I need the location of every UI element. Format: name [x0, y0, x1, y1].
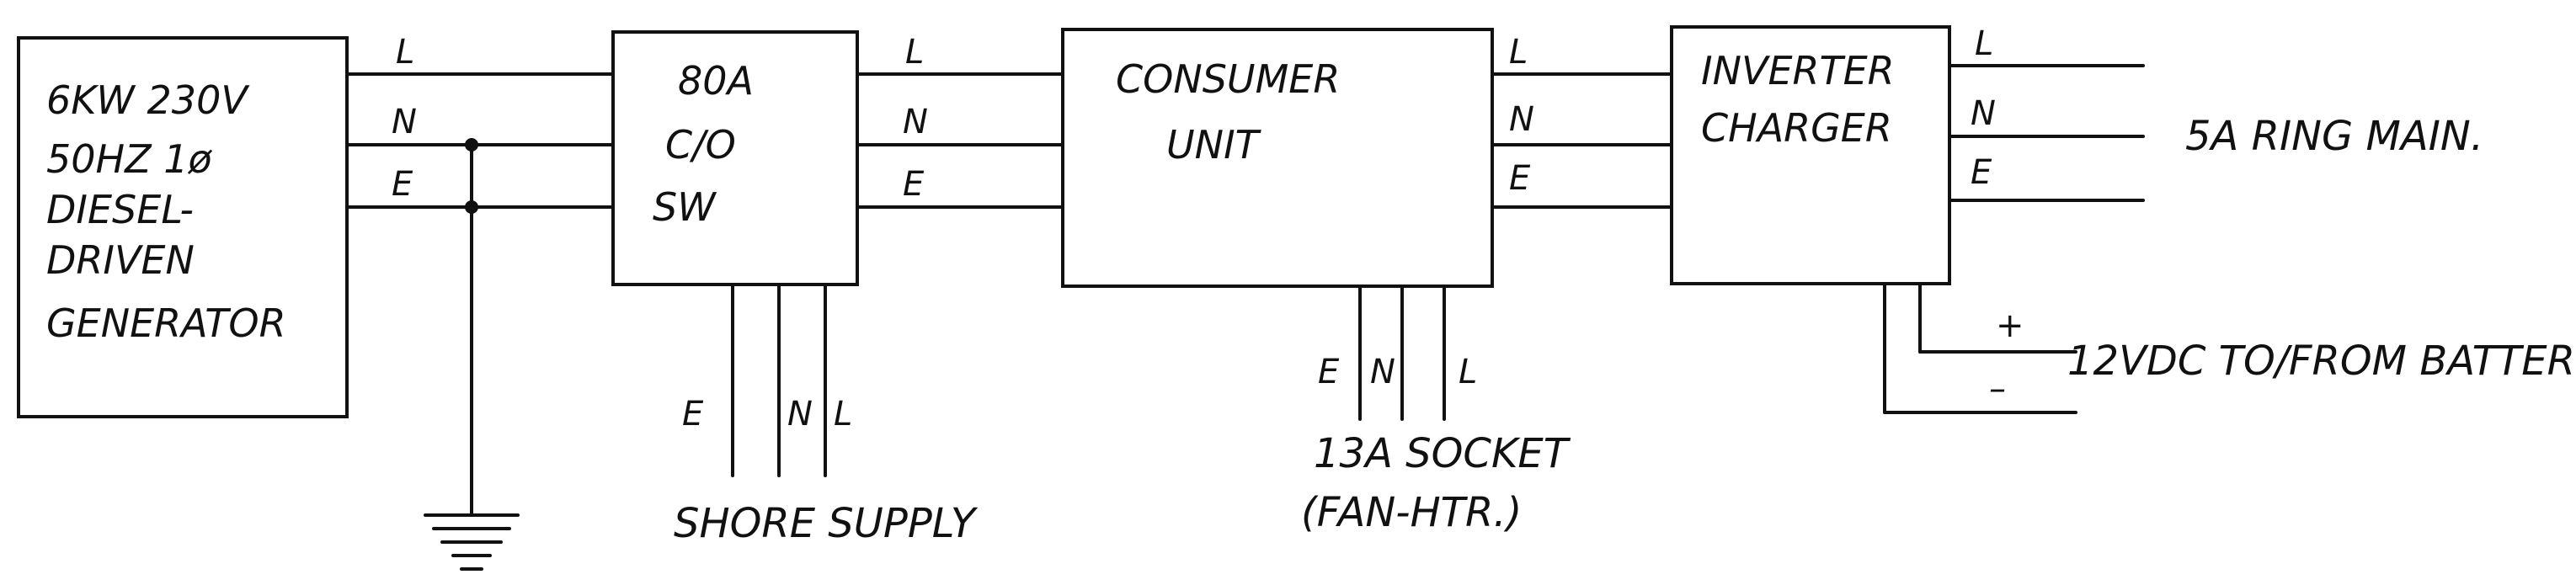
- label-n-3: N: [1509, 100, 1534, 139]
- label-l-3: L: [1509, 33, 1528, 72]
- inverter-line-2: CHARGER: [1701, 105, 1892, 151]
- ground-icon: [424, 513, 520, 571]
- generator-line-4: DRIVEN: [46, 237, 195, 283]
- ring-main-wires: L N E 5A RING MAIN.: [1948, 24, 2483, 202]
- shore-supply-label: SHORE SUPPLY: [674, 500, 979, 547]
- inverter-charger-block: INVERTER CHARGER: [1670, 25, 1951, 285]
- inverter-line-1: INVERTER: [1701, 48, 1895, 93]
- changeover-line-1: 80A: [678, 58, 754, 104]
- shore-label-l: L: [834, 395, 852, 433]
- label-l-1: L: [396, 33, 414, 72]
- changeover-output-wires: L N E: [856, 33, 1064, 209]
- label-e-4: E: [1971, 153, 1992, 192]
- generator-output-wires: L N E: [345, 33, 615, 209]
- label-l-2: L: [905, 33, 924, 72]
- changeover-line-2: C/O: [665, 122, 736, 168]
- generator-line-2: 50HZ 1ø: [46, 136, 213, 182]
- generator-line-3: DIESEL-: [46, 187, 194, 232]
- generator-box: [17, 36, 349, 418]
- label-l-4: L: [1975, 24, 1993, 63]
- label-n-1: N: [392, 103, 417, 141]
- junction-dot-n: [465, 138, 478, 152]
- label-n-4: N: [1971, 94, 1996, 133]
- socket-wires: E N L 13A SOCKET (FAN-HTR.): [1301, 285, 1571, 536]
- dc-plus-label: +: [1996, 306, 2024, 345]
- consumer-unit-block: CONSUMER UNIT: [1061, 28, 1494, 288]
- changeover-switch-box: [611, 30, 859, 286]
- consumer-unit-box: [1061, 28, 1494, 288]
- label-e-3: E: [1509, 159, 1531, 198]
- inverter-charger-box: [1670, 25, 1951, 285]
- consumer-unit-line-1: CONSUMER: [1116, 56, 1340, 102]
- generator-line-1: 6KW 230V: [46, 77, 250, 123]
- label-e-2: E: [903, 165, 925, 204]
- consumer-unit-line-2: UNIT: [1166, 122, 1262, 168]
- socket-label-1: 13A SOCKET: [1314, 430, 1571, 477]
- socket-label-2: (FAN-HTR.): [1301, 489, 1522, 536]
- label-n-2: N: [903, 103, 928, 141]
- socket-label-n: N: [1370, 353, 1395, 391]
- label-e-1: E: [392, 165, 413, 204]
- junction-dot-e: [465, 200, 478, 214]
- dc-battery-wires: + – 12VDC TO/FROM BATTERIES: [1883, 282, 2576, 414]
- shore-label-n: N: [787, 395, 813, 433]
- generator-line-5: GENERATOR: [46, 300, 286, 346]
- generator-block: 6KW 230V 50HZ 1ø DIESEL- DRIVEN GENERATO…: [17, 36, 349, 418]
- changeover-switch-block: 80A C/O SW: [611, 30, 859, 286]
- socket-label-l: L: [1459, 353, 1477, 391]
- shore-supply-wires: E N L SHORE SUPPLY: [674, 283, 979, 547]
- dc-battery-label: 12VDC TO/FROM BATTERIES: [2067, 338, 2576, 385]
- dc-minus-label: –: [1989, 370, 2006, 408]
- ring-main-label: 5A RING MAIN.: [2185, 113, 2483, 160]
- consumer-unit-output-wires: L N E: [1491, 33, 1673, 209]
- changeover-line-3: SW: [653, 184, 717, 230]
- socket-label-e: E: [1318, 353, 1340, 391]
- shore-label-e: E: [682, 395, 704, 433]
- earth-bond: [424, 138, 520, 571]
